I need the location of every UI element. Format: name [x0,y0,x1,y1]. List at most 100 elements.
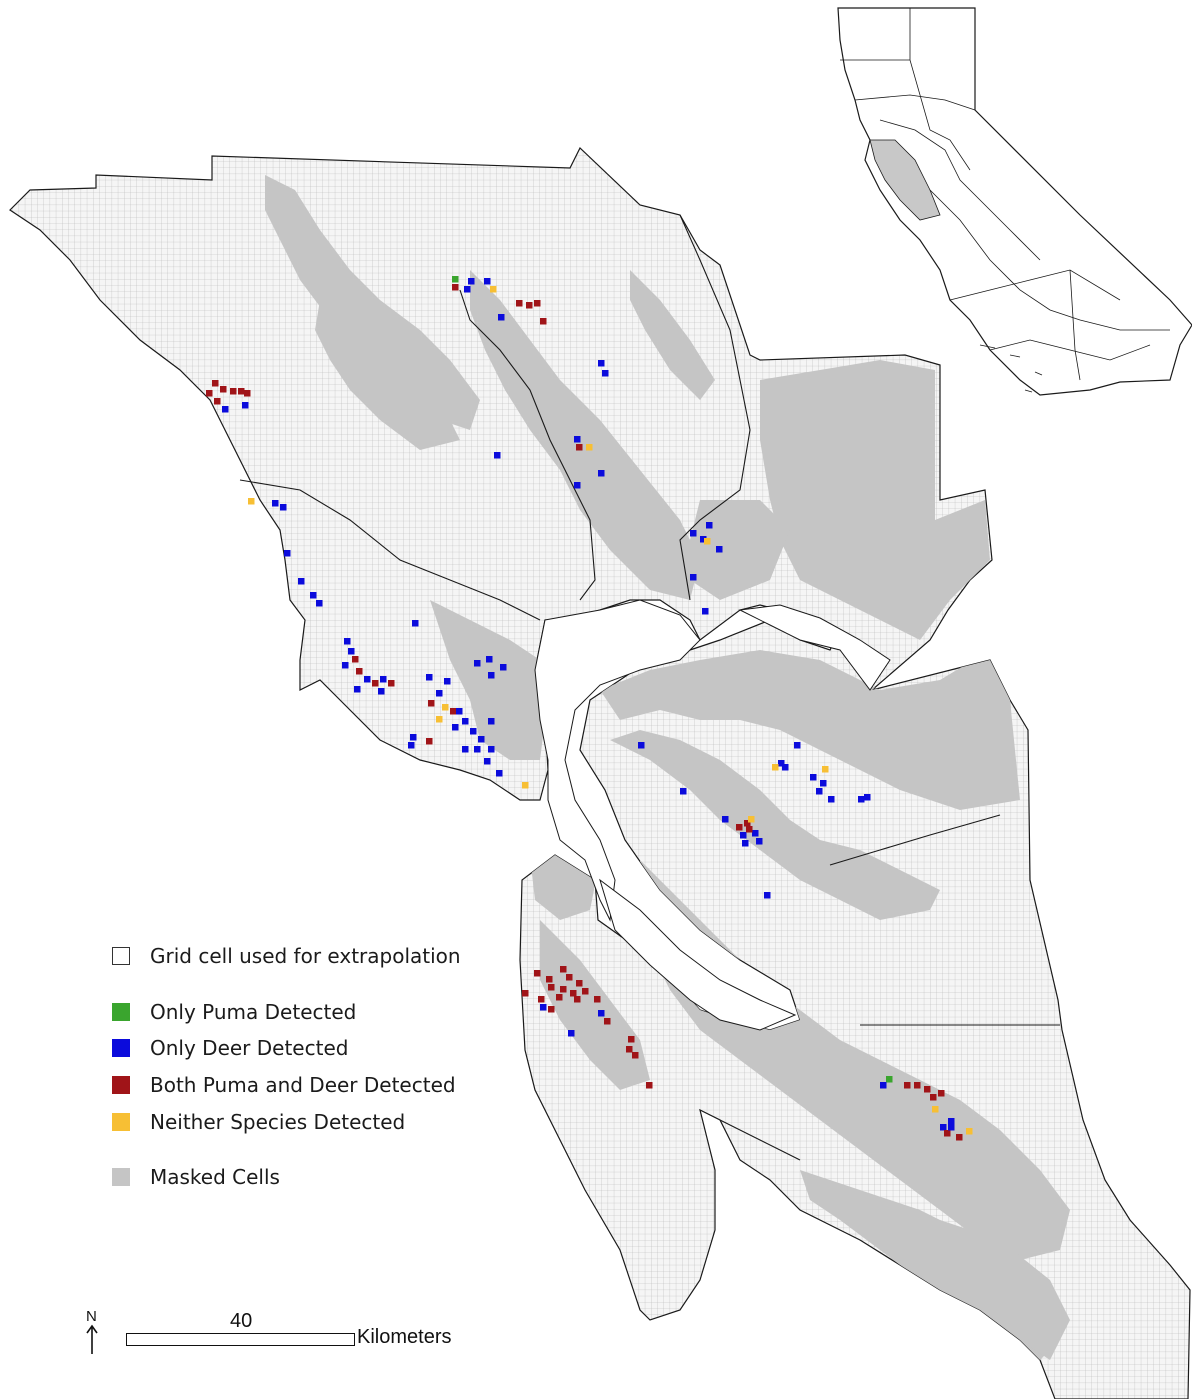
legend-label-deer: Only Deer Detected [150,1036,349,1060]
detection-cell-deer [756,838,763,845]
detection-cell-both [516,300,523,307]
detection-cell-neither [248,498,255,505]
grid-cell-swatch [112,947,130,965]
detection-cell-deer [470,728,477,735]
detection-cell-both [930,1094,937,1101]
detection-cell-deer [280,504,287,511]
detection-cell-deer [380,676,387,683]
detection-cells [206,276,973,1141]
detection-cell-deer [810,774,817,781]
detection-cell-deer [474,660,481,667]
detection-cell-deer [298,578,305,585]
detection-cell-both [626,1046,633,1053]
detection-cell-both [388,680,395,687]
deer-swatch [112,1039,130,1057]
detection-cell-deer [342,662,349,669]
detection-cell-both [538,996,545,1003]
bay-water [534,599,891,1031]
detection-cell-both [244,390,251,397]
detection-cell-deer [410,734,417,741]
detection-cell-deer [820,780,827,787]
legend-label-masked: Masked Cells [150,1165,280,1189]
detection-cell-deer [474,746,481,753]
detection-cell-both [534,970,541,977]
detection-cell-both [628,1036,635,1043]
detection-cell-both [428,700,435,707]
detection-cell-neither [586,444,593,451]
detection-cell-deer [378,688,385,695]
detection-cell-deer [864,794,871,801]
detection-cell-deer [284,550,291,557]
detection-cell-deer [598,360,605,367]
detection-cell-puma [886,1076,893,1083]
legend-label-neither: Neither Species Detected [150,1110,406,1134]
detection-cell-deer [462,746,469,753]
detection-cell-deer [816,788,823,795]
detection-cell-both [744,820,751,827]
detection-cell-deer [574,482,581,489]
detection-cell-both [582,988,589,995]
legend-item-deer: Only Deer Detected [112,1036,348,1060]
legend-item-puma: Only Puma Detected [112,1000,356,1024]
both-swatch [112,1076,130,1094]
detection-cell-both [574,996,581,1003]
detection-cell-both [356,668,363,675]
masked-cells-layer [265,175,1070,1360]
detection-cell-deer [464,286,471,293]
detection-cell-both [352,656,359,663]
legend-item-both: Both Puma and Deer Detected [112,1073,456,1097]
detection-cell-both [522,990,529,997]
detection-cell-both [206,390,213,397]
detection-cell-deer [690,574,697,581]
detection-cell-neither [704,538,711,545]
detection-cell-deer [778,760,785,767]
legend-label-grid: Grid cell used for extrapolation [150,944,461,968]
detection-cell-deer [436,690,443,697]
detection-cell-deer [364,676,371,683]
detection-cell-both [646,1082,653,1089]
detection-cell-neither [772,764,779,771]
scale-value: 40 [230,1310,253,1332]
detection-cell-both [540,318,547,325]
detection-cell-deer [456,708,463,715]
detection-cell-deer [742,840,749,847]
detection-cell-both [548,984,555,991]
detection-cell-both [426,738,433,745]
detection-cell-deer [782,764,789,771]
detection-cell-deer [764,892,771,899]
detection-cell-both [452,284,459,291]
detection-cell-both [534,300,541,307]
detection-cell-both [904,1082,911,1089]
detection-cell-deer [488,672,495,679]
detection-cell-deer [484,758,491,765]
detection-cell-deer [310,592,317,599]
detection-cell-both [212,380,219,387]
legend-label-both: Both Puma and Deer Detected [150,1073,456,1097]
legend-item-neither: Neither Species Detected [112,1110,405,1134]
detection-cell-neither [966,1128,973,1135]
california-locator-icon [837,7,1192,396]
legend-item-grid: Grid cell used for extrapolation [112,944,461,968]
detection-cell-both [914,1082,921,1089]
detection-cell-both [548,1006,555,1013]
detection-cell-puma [452,276,459,283]
detection-cell-deer [700,536,707,543]
detection-cell-deer [444,678,451,685]
detection-cell-both [576,980,583,987]
detection-cell-both [746,826,753,833]
detection-cell-neither [748,816,755,823]
detection-cell-both [632,1052,639,1059]
scale-bar [126,1333,355,1346]
detection-cell-deer [462,718,469,725]
detection-cell-deer [242,402,249,409]
detection-cell-both [556,994,563,1001]
detection-cell-deer [344,638,351,645]
detection-cell-neither [436,716,443,723]
detection-cell-deer [948,1118,955,1125]
detection-cell-both [238,388,245,395]
detection-cell-both [570,990,577,997]
detection-cell-deer [858,796,865,803]
detection-cell-deer [690,530,697,537]
detection-cell-neither [522,782,529,789]
detection-cell-deer [880,1082,887,1089]
